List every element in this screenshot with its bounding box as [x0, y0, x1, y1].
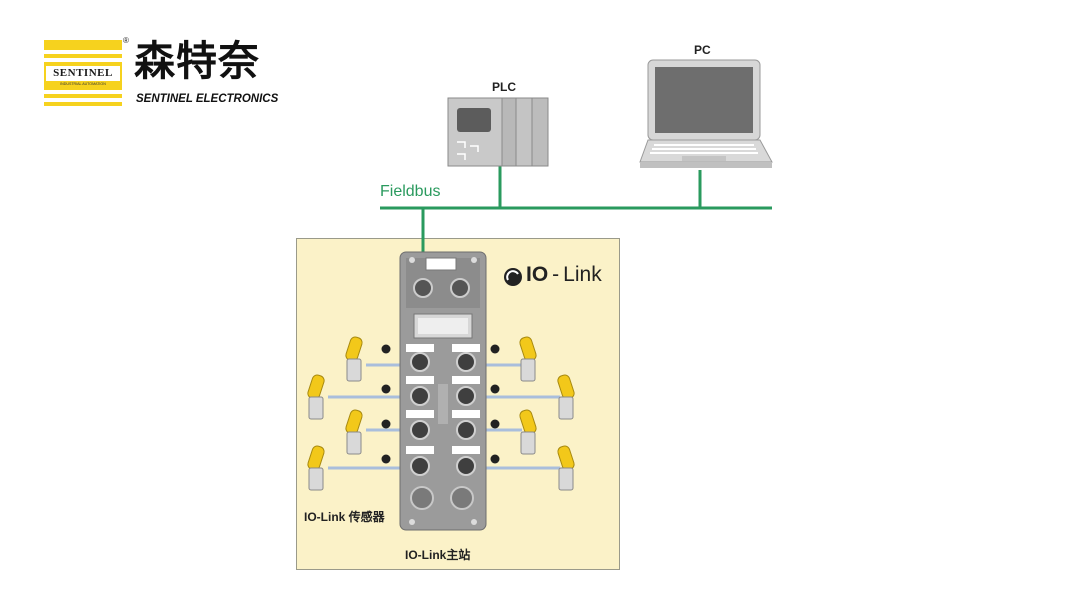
- sentinel-logo-mark: SENTINEL INDUSTRIAL AUTOMATION: [44, 40, 122, 106]
- plc-icon: [447, 97, 549, 167]
- master-ports: [406, 344, 480, 476]
- fieldbus-label: Fieldbus: [380, 183, 441, 200]
- registered-mark: ®: [123, 36, 129, 45]
- iolink-sensors-left: [307, 336, 363, 491]
- iolink-sensors-right: [519, 336, 575, 491]
- iolink-logo-io: IO: [526, 263, 549, 286]
- logo-brand-mark: SENTINEL: [46, 66, 120, 81]
- sensor-label: IO-Link 传感器: [304, 510, 385, 524]
- fieldbus-lines: [380, 166, 772, 254]
- iolink-port-symbols: [381, 344, 500, 464]
- plc-label: PLC: [492, 80, 516, 94]
- iolink-master-module: [399, 251, 487, 531]
- pc-laptop-icon: [639, 59, 773, 168]
- logo-chinese-name: 森特奈: [134, 37, 260, 85]
- iolink-logo-link: Link: [563, 263, 602, 286]
- iolink-logo: IO-Link: [526, 263, 602, 286]
- logo-brand-sub: INDUSTRIAL AUTOMATION: [60, 82, 106, 86]
- logo-english-name: SENTINEL ELECTRONICS: [136, 93, 279, 105]
- pc-label: PC: [694, 43, 711, 57]
- iolink-logo-symbol: [504, 268, 522, 286]
- master-label: IO-Link主站: [405, 548, 471, 562]
- sensor-cables: [328, 363, 560, 470]
